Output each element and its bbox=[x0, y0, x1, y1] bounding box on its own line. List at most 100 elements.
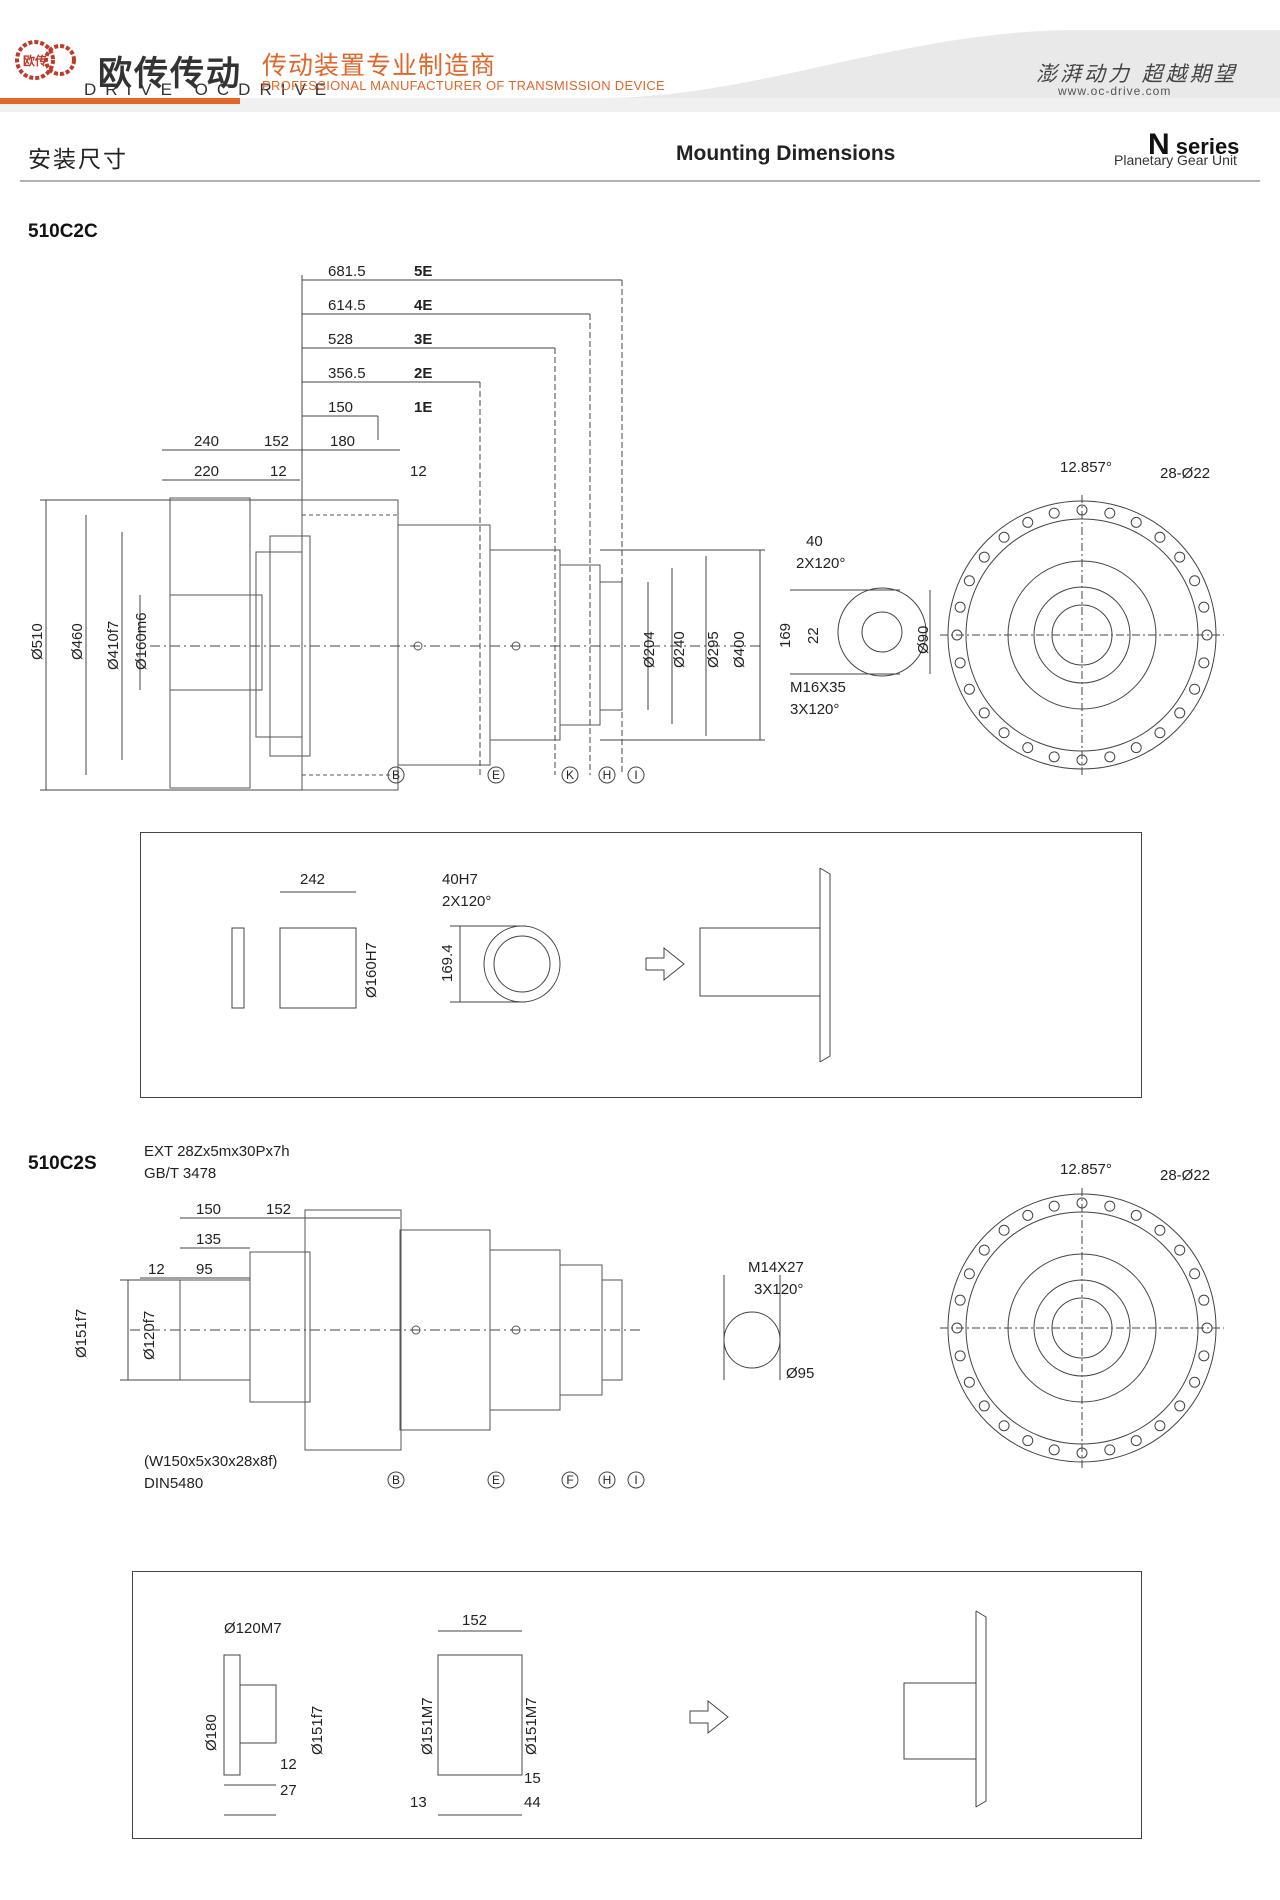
bolt-hole bbox=[1022, 1209, 1034, 1221]
bolt-hole bbox=[1130, 1209, 1142, 1221]
bolt-hole bbox=[1189, 1268, 1201, 1280]
model1-stage-lengths bbox=[301, 275, 623, 775]
len-3e-value: 528 bbox=[328, 331, 353, 348]
m2-dia-120: Ø120f7 bbox=[141, 1311, 158, 1360]
bolt-hole bbox=[1174, 551, 1186, 563]
bolt-hole bbox=[1154, 727, 1166, 739]
spline-std: GB/T 3478 bbox=[144, 1165, 216, 1182]
bolt-hole bbox=[1154, 531, 1166, 543]
model2-shaft-end: M14X27 3X120° Ø95 bbox=[723, 1259, 814, 1382]
len-2e-value: 356.5 bbox=[328, 365, 366, 382]
dia-460: Ø460 bbox=[69, 623, 86, 660]
m2-dim-152: 152 bbox=[266, 1201, 291, 1218]
bolt-hole bbox=[954, 657, 966, 669]
model1-shaft-end: 40 2X120° 169 22 Ø90 M16X35 3X120° bbox=[777, 533, 932, 718]
bolt-hole bbox=[1201, 629, 1213, 641]
m2-marker-b: B bbox=[392, 1473, 400, 1487]
bolt-hole bbox=[1201, 1322, 1213, 1334]
series-subtitle: Planetary Gear Unit bbox=[1114, 152, 1237, 168]
flange-angle: 12.857° bbox=[1060, 459, 1112, 476]
model2-markers: B E F H I bbox=[387, 1471, 645, 1489]
m2-d95: Ø95 bbox=[786, 1365, 814, 1382]
bolt-hole bbox=[1022, 516, 1034, 528]
section-divider bbox=[20, 180, 1260, 182]
bolt-hole bbox=[963, 683, 975, 695]
marker-k: K bbox=[566, 768, 574, 782]
m2-dia-151: Ø151f7 bbox=[73, 1309, 90, 1358]
opt2-a13: 13 bbox=[410, 1794, 427, 1811]
bolt-hole bbox=[1076, 1197, 1088, 1209]
shaft-thread: M16X35 bbox=[790, 679, 846, 696]
bolt-hole bbox=[1130, 516, 1142, 528]
bolt-hole bbox=[1076, 1447, 1088, 1459]
opt1-h: 169.4 bbox=[439, 944, 456, 982]
logo-text: 欧传 bbox=[23, 53, 47, 68]
opt2-d151: Ø151f7 bbox=[309, 1706, 326, 1755]
dim-180: 180 bbox=[330, 433, 355, 450]
opt2-a12: 12 bbox=[280, 1756, 297, 1773]
bolt-hole bbox=[963, 1376, 975, 1388]
bolt-hole bbox=[1104, 507, 1116, 519]
opt2-len152: 152 bbox=[462, 1612, 487, 1629]
bolt-hole bbox=[978, 1244, 990, 1256]
model1-name: 510C2C bbox=[28, 221, 98, 242]
len-5e-value: 681.5 bbox=[328, 263, 366, 280]
bolt-hole bbox=[1198, 1350, 1210, 1362]
m2-marker-e: E bbox=[492, 1473, 500, 1487]
m2-arrow-right-icon bbox=[689, 1699, 729, 1735]
len-1e-value: 150 bbox=[328, 399, 353, 416]
model1-markers: B E K H I bbox=[387, 766, 645, 784]
marker-h: H bbox=[603, 768, 612, 782]
bolt-hole bbox=[998, 1224, 1010, 1236]
m2-marker-h: H bbox=[603, 1473, 612, 1487]
brand-name-en: DRIVE OCDRIVE bbox=[84, 80, 336, 99]
opt2-d180: Ø180 bbox=[203, 1714, 220, 1751]
opt1-key-pcd: 2X120° bbox=[442, 893, 491, 910]
bolt-hole bbox=[1022, 1435, 1034, 1447]
model1-option-box: 242 40H7 2X120° Ø160H7 169.4 bbox=[140, 832, 1142, 1098]
shaft-thread-pcd: 3X120° bbox=[790, 701, 839, 718]
website-url: www.oc-drive.com bbox=[1058, 84, 1172, 98]
bolt-hole bbox=[1048, 1444, 1060, 1456]
bolt-hole bbox=[1198, 657, 1210, 669]
bolt-hole bbox=[1022, 742, 1034, 754]
shaft-169: 169 bbox=[777, 623, 794, 648]
model1-diameters bbox=[40, 499, 765, 791]
bolt-hole bbox=[1048, 751, 1060, 763]
shaft-22: 22 bbox=[805, 627, 822, 644]
opt1-bore: Ø160H7 bbox=[363, 942, 380, 998]
bolt-hole bbox=[954, 601, 966, 613]
len-5e-stage: 5E bbox=[414, 263, 432, 280]
bolt-hole bbox=[1189, 683, 1201, 695]
marker-b: B bbox=[392, 768, 400, 782]
bolt-hole bbox=[1174, 707, 1186, 719]
bolt-hole bbox=[1048, 507, 1060, 519]
spline-int-std: DIN5480 bbox=[144, 1475, 203, 1492]
series-letter: N bbox=[1148, 128, 1170, 161]
shaft-pcd: 2X120° bbox=[796, 555, 845, 572]
bolt-hole bbox=[1104, 1200, 1116, 1212]
m2-marker-f: F bbox=[566, 1473, 573, 1487]
bolt-hole bbox=[1154, 1420, 1166, 1432]
dia-240: Ø240 bbox=[671, 631, 688, 668]
dia-400: Ø400 bbox=[731, 631, 748, 668]
model2-option-box: Ø120M7 Ø180 Ø151f7 12 27 152 Ø151M7 Ø151… bbox=[132, 1571, 1142, 1839]
bolt-hole bbox=[1189, 575, 1201, 587]
opt1-len: 242 bbox=[300, 871, 325, 888]
section-title-en: Mounting Dimensions bbox=[676, 142, 896, 165]
dia-160m6: Ø160m6 bbox=[133, 612, 150, 670]
bolt-hole bbox=[1104, 1444, 1116, 1456]
spline-int: (W150x5x30x28x8f) bbox=[144, 1453, 277, 1470]
bolt-hole bbox=[1154, 1224, 1166, 1236]
shaft-40: 40 bbox=[806, 533, 823, 550]
bolt-hole bbox=[1189, 1376, 1201, 1388]
model1-gear-body bbox=[169, 497, 623, 791]
header-band bbox=[0, 0, 1280, 112]
dim-12b: 12 bbox=[410, 463, 427, 480]
opt2-a15: 15 bbox=[524, 1770, 541, 1787]
bolt-hole bbox=[1174, 1244, 1186, 1256]
tagline-cn: 传动装置专业制造商 bbox=[262, 51, 497, 80]
bolt-hole bbox=[1130, 1435, 1142, 1447]
len-3e-stage: 3E bbox=[414, 331, 432, 348]
brand-name-cn: 欧传传动 bbox=[98, 54, 242, 94]
